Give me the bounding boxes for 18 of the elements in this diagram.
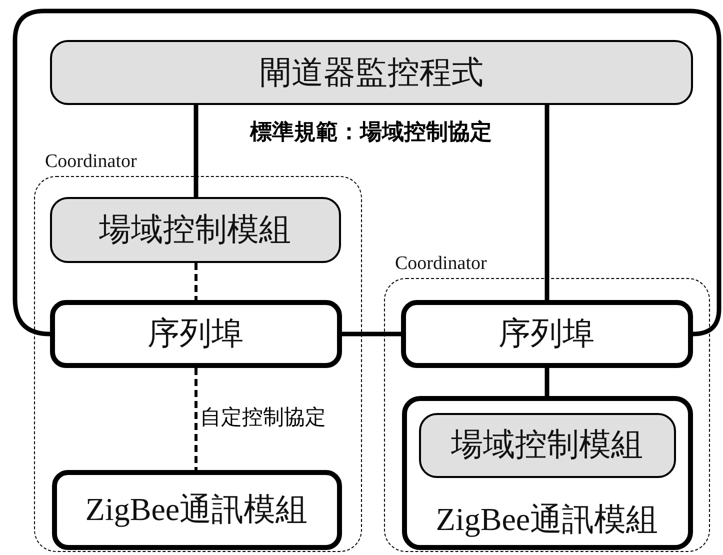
module-label: ZigBee通訊模組: [434, 500, 660, 538]
dashed-connector: [194, 263, 198, 300]
module-box: 場域控制模組: [418, 412, 676, 478]
module-box: 場域控制模組: [50, 196, 340, 262]
port-box: 序列埠: [400, 300, 692, 368]
connector: [544, 105, 550, 300]
connector: [194, 105, 198, 197]
group-heading: Coordinator: [395, 252, 487, 275]
module-box: [402, 396, 692, 550]
port-box: 序列埠: [50, 300, 342, 368]
edge-label: 自定控制協定: [200, 405, 326, 429]
program-box: 閘道器監控程式: [50, 40, 693, 105]
dashed-connector: [194, 368, 198, 470]
group-heading: Coordinator: [45, 150, 137, 173]
connector: [544, 368, 550, 396]
connector: [342, 332, 401, 336]
protocol-label: 標準規範：場域控制協定: [250, 119, 492, 147]
module-box: ZigBee通訊模組: [52, 470, 342, 550]
